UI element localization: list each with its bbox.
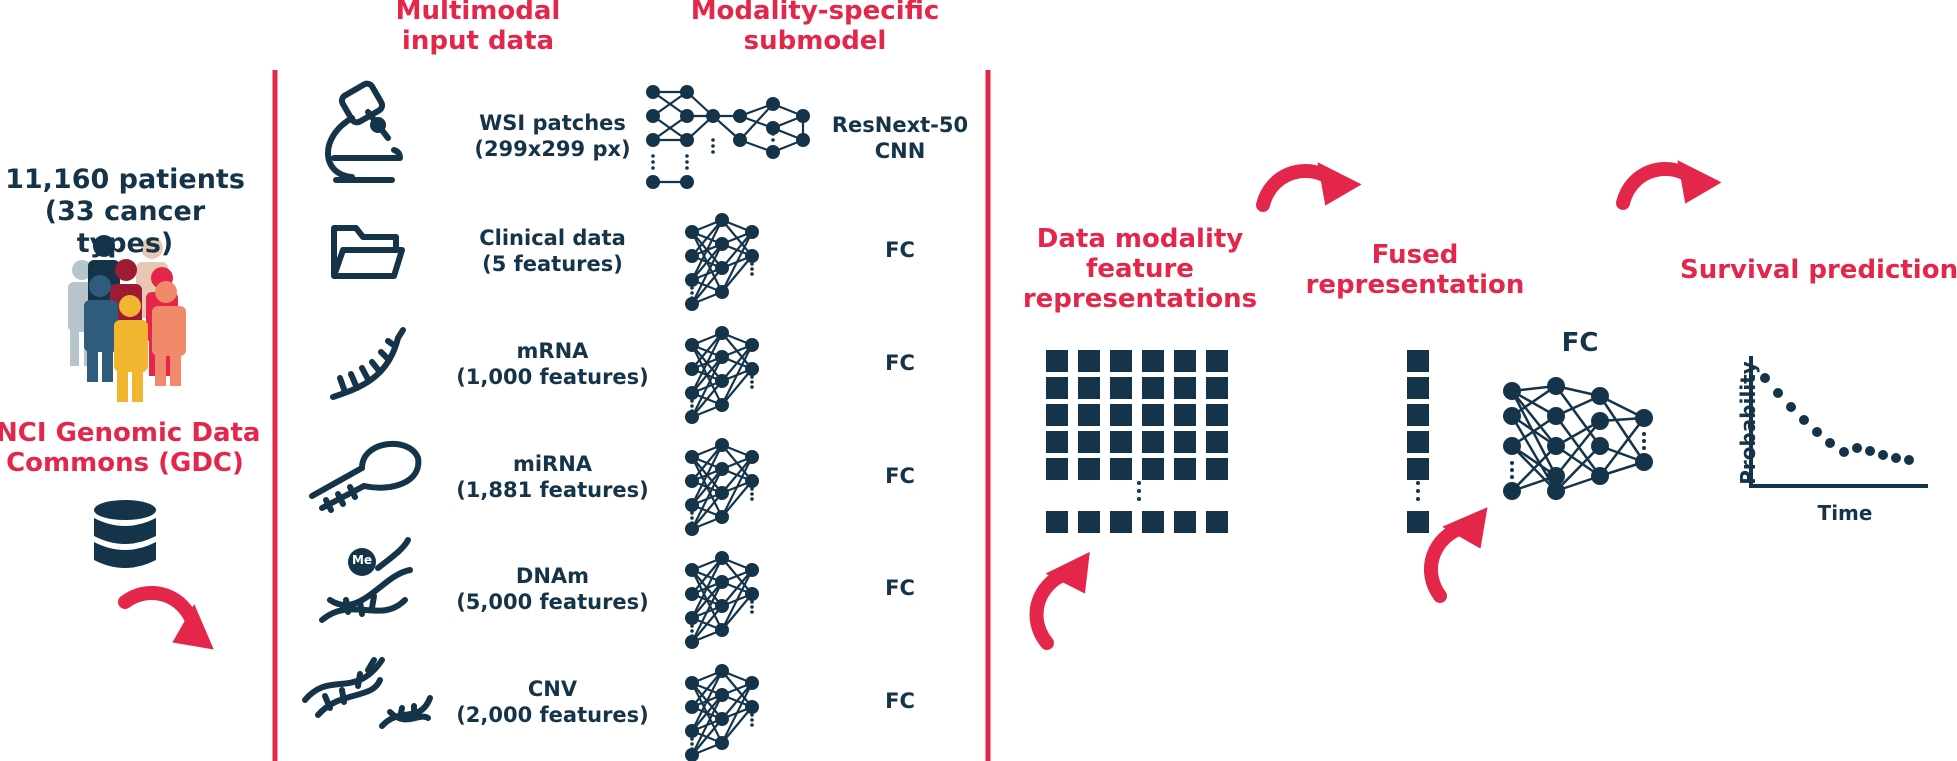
modality-label-mirna: miRNA (1,881 features)	[440, 451, 665, 503]
header-submodel-line-1: Modality-specific	[690, 0, 940, 26]
modality-detail: (299x299 px)	[474, 137, 631, 161]
patients-line-2: (33 cancer types)	[44, 196, 206, 259]
final-fc-label: FC	[1561, 328, 1599, 358]
modality-detail: (5,000 features)	[456, 590, 649, 614]
submodel-line-1: FC	[885, 576, 915, 600]
modality-detail: (1,881 features)	[456, 478, 649, 502]
modality-label-clinical: Clinical data (5 features)	[440, 225, 665, 277]
submodel-line-1: FC	[885, 238, 915, 262]
survival-curve-points	[1760, 373, 1914, 465]
header-submodel: Modality-specific submodel	[680, 0, 950, 56]
modality-name: CNV	[527, 677, 578, 701]
gdc-source-label: NCI Genomic Data Commons (GDC)	[0, 418, 261, 478]
header-input-line-1: Multimodal	[395, 0, 561, 26]
database-icon	[94, 500, 156, 568]
features-line-3: representations	[1022, 284, 1258, 314]
modality-label-wsi: WSI patches (299x299 px)	[440, 110, 665, 162]
header-submodel-line-2: submodel	[743, 26, 887, 56]
submodel-label-dnam: FC	[820, 575, 980, 601]
fc-network-icon	[683, 324, 761, 426]
submodel-label-mrna: FC	[820, 350, 980, 376]
modality-detail: (2,000 features)	[456, 703, 649, 727]
stage-fused-representation: Fused representation	[1290, 240, 1540, 300]
gdc-line-2: Commons (GDC)	[6, 448, 244, 478]
dna-methylation-icon	[319, 537, 413, 623]
arrow-fused-to-fc	[1409, 492, 1502, 599]
submodel-label-clinical: FC	[820, 237, 980, 263]
header-input-line-2: input data	[401, 26, 555, 56]
gdc-line-1: NCI Genomic Data	[0, 418, 261, 448]
microscope-icon	[325, 80, 403, 183]
people-group-icon	[68, 235, 186, 402]
arrow-source-to-inputs	[122, 571, 229, 664]
features-line-1: Data modality	[1036, 224, 1244, 254]
submodel-line-1: FC	[885, 689, 915, 713]
fused-line-1: Fused	[1371, 240, 1459, 270]
mrna-strand-icon	[330, 327, 406, 400]
submodel-line-1: FC	[885, 464, 915, 488]
stage-survival-prediction: Survival prediction	[1680, 255, 1957, 285]
cnn-network-icon	[646, 85, 810, 189]
header-input-data: Multimodal input data	[378, 0, 578, 56]
mirna-hairpin-icon	[309, 440, 422, 513]
dna-helix-icon	[302, 657, 433, 729]
modality-detail: (1,000 features)	[456, 365, 649, 389]
fc-network-icon	[683, 662, 761, 761]
patients-count: 11,160 patients (33 cancer types)	[0, 164, 250, 260]
modality-label-mrna: mRNA (1,000 features)	[440, 338, 665, 390]
modality-label-dnam: DNAm (5,000 features)	[440, 563, 665, 615]
submodel-line-2: CNN	[874, 139, 926, 163]
fused-vector	[1407, 350, 1429, 533]
methyl-badge-label: Me	[351, 553, 373, 567]
modality-name: miRNA	[512, 452, 593, 476]
arrow-to-features	[1015, 538, 1105, 646]
final-fc-network-icon	[1503, 377, 1653, 500]
fc-network-icon	[683, 436, 761, 538]
modality-name: WSI patches	[479, 111, 626, 135]
features-line-2: feature	[1086, 254, 1194, 284]
methyl-badge	[348, 548, 376, 576]
submodel-label-mirna: FC	[820, 463, 980, 489]
folder-icon	[331, 225, 405, 279]
modality-name: Clinical data	[479, 226, 626, 250]
stage-feature-representations: Data modality feature representations	[1010, 224, 1270, 314]
feature-grid	[1046, 350, 1228, 533]
submodel-label-cnv: FC	[820, 688, 980, 714]
modality-name: mRNA	[516, 339, 589, 363]
modality-label-cnv: CNV (2,000 features)	[440, 676, 665, 728]
survival-curve-plot	[1749, 356, 1928, 488]
patients-line-1: 11,160 patients	[5, 164, 245, 195]
submodel-line-1: ResNext-50	[831, 113, 969, 137]
arrow-to-survival	[1620, 156, 1723, 209]
survival-xlabel: Time	[1817, 501, 1873, 525]
submodel-line-1: FC	[885, 351, 915, 375]
fused-line-2: representation	[1305, 270, 1525, 300]
modality-name: DNAm	[515, 564, 590, 588]
modality-detail: (5 features)	[482, 252, 623, 276]
fc-network-icon	[683, 549, 761, 651]
fc-network-icon	[683, 211, 761, 313]
survival-ylabel: Probability	[1736, 361, 1760, 485]
submodel-label-wsi: ResNext-50 CNN	[820, 112, 980, 164]
arrow-features-to-fused	[1260, 158, 1363, 211]
